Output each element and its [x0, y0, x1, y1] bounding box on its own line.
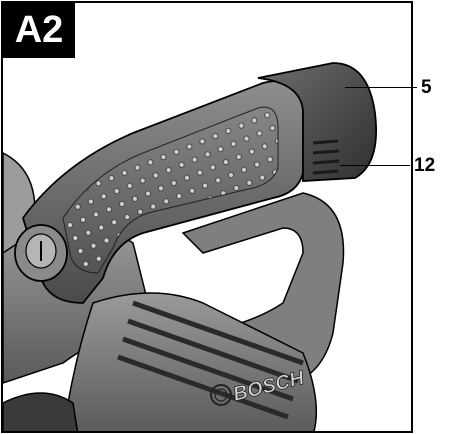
- figure-frame: BOSCH A2: [1, 1, 413, 433]
- leader-line-5: [345, 87, 417, 88]
- power-button-icon: [14, 224, 68, 282]
- battery-pack: [257, 62, 377, 182]
- leader-line-12: [340, 165, 410, 166]
- figure-label: A2: [3, 3, 75, 58]
- callout-5: 5: [421, 77, 432, 98]
- battery-release-grooves: [312, 139, 340, 175]
- front-block: [3, 392, 79, 431]
- callout-12: 12: [414, 155, 436, 176]
- grip-dot-pad: [62, 106, 279, 274]
- tool-illustration: BOSCH: [3, 62, 377, 431]
- housing-ribs: [117, 300, 304, 420]
- bosch-logo-icon: [210, 384, 232, 406]
